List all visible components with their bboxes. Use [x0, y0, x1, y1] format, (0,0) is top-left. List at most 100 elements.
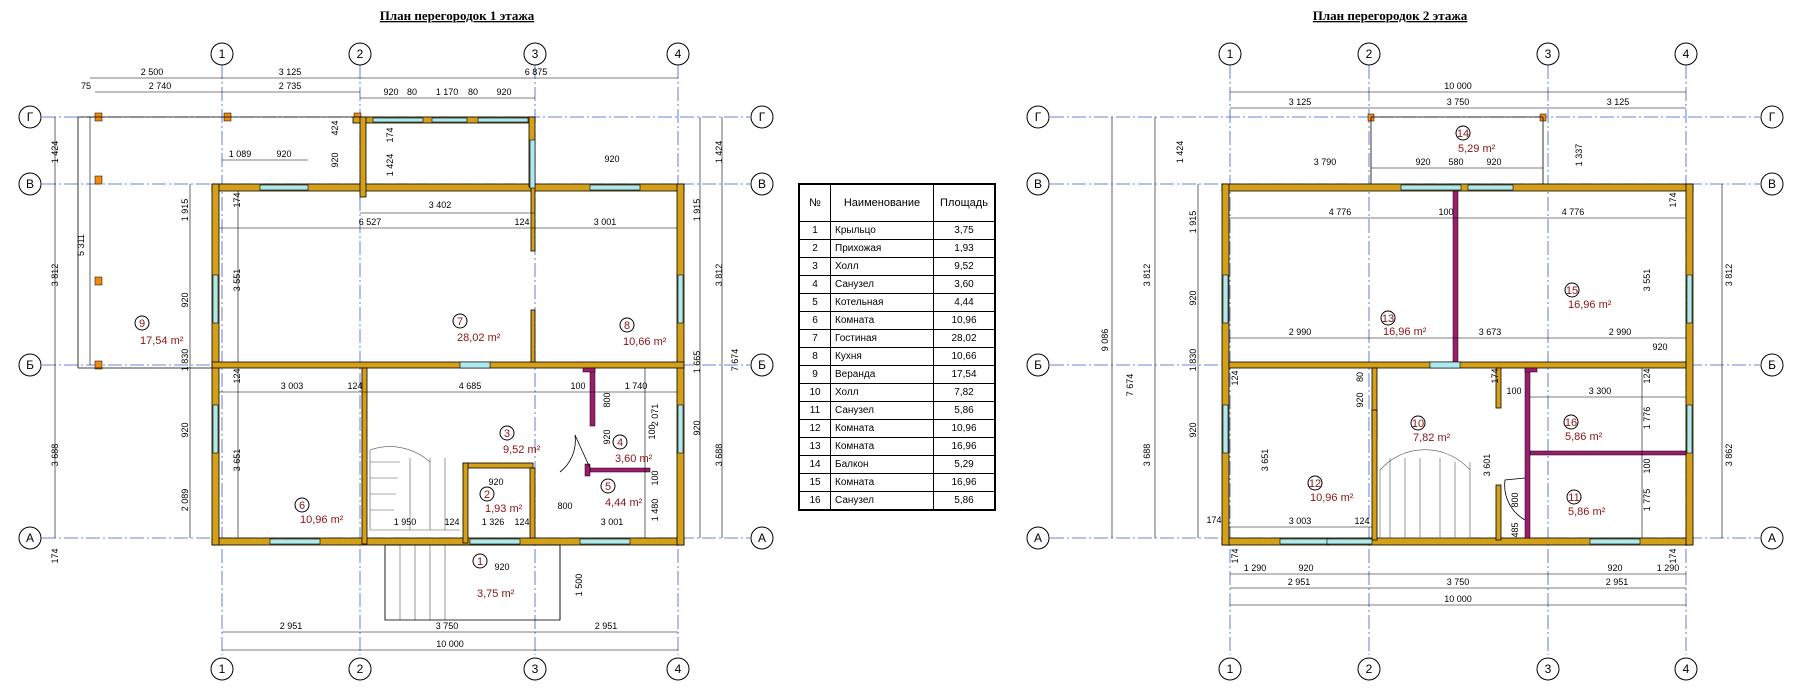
- svg-text:В: В: [26, 177, 34, 191]
- svg-text:9,52 m²: 9,52 m²: [503, 444, 541, 456]
- svg-text:3 003: 3 003: [281, 381, 304, 391]
- svg-text:174: 174: [1668, 192, 1678, 207]
- svg-text:174: 174: [1490, 368, 1500, 383]
- room-number-cell: 6: [798, 311, 831, 330]
- room-name-cell: Санузел: [830, 275, 934, 294]
- svg-text:174: 174: [385, 127, 395, 142]
- svg-text:1 424: 1 424: [385, 154, 395, 177]
- room-number-cell: 12: [798, 419, 831, 438]
- svg-text:3 750: 3 750: [436, 621, 459, 631]
- svg-text:3: 3: [532, 662, 539, 676]
- svg-text:80: 80: [468, 87, 478, 97]
- svg-text:16,96 m²: 16,96 m²: [1568, 299, 1612, 311]
- svg-text:Б: Б: [1034, 358, 1042, 372]
- svg-text:124: 124: [1230, 370, 1240, 385]
- table-header-row: № Наименование Площадь: [798, 183, 996, 222]
- svg-text:Г: Г: [759, 110, 766, 124]
- svg-text:800: 800: [1510, 492, 1520, 507]
- svg-text:3,60 m²: 3,60 m²: [615, 453, 653, 465]
- svg-text:6 527: 6 527: [359, 217, 382, 227]
- svg-text:4: 4: [675, 662, 682, 676]
- room-label: 7: [457, 316, 463, 328]
- plan-2-windows: [1222, 184, 1693, 545]
- svg-text:3 688: 3 688: [1142, 444, 1152, 467]
- svg-text:5 311: 5 311: [76, 234, 86, 256]
- room-area-cell: 3,75: [933, 221, 996, 240]
- svg-text:920: 920: [1355, 392, 1365, 407]
- svg-text:3 125: 3 125: [1607, 97, 1630, 107]
- svg-text:2: 2: [357, 47, 364, 61]
- svg-text:920: 920: [330, 152, 340, 167]
- svg-text:16,96 m²: 16,96 m²: [1383, 326, 1427, 338]
- svg-text:920: 920: [1652, 342, 1667, 352]
- room-name-cell: Комната: [830, 311, 934, 330]
- room-number-cell: 9: [798, 365, 831, 384]
- plan-1: План перегородок 1 этажа 1 2 3 4 1 2 3 4…: [18, 8, 774, 681]
- svg-text:В: В: [758, 177, 766, 191]
- plan-1-axis-bubbles: 1 2 3 4 1 2 3 4 Г В Б А Г В Б А: [18, 42, 774, 681]
- svg-text:920: 920: [1188, 422, 1198, 437]
- svg-text:920: 920: [180, 422, 190, 437]
- svg-text:Г: Г: [27, 110, 34, 124]
- svg-text:3 812: 3 812: [1142, 264, 1152, 287]
- svg-text:10 000: 10 000: [1444, 81, 1472, 91]
- room-area-cell: 4,44: [933, 293, 996, 312]
- svg-text:А: А: [26, 531, 34, 545]
- svg-text:10,66 m²: 10,66 m²: [623, 336, 667, 348]
- svg-text:7 674: 7 674: [730, 349, 740, 372]
- svg-text:174: 174: [1230, 548, 1240, 563]
- svg-text:1 500: 1 500: [574, 574, 584, 597]
- plan-1-grid: [42, 65, 750, 655]
- svg-text:800: 800: [602, 392, 612, 407]
- room-label: 12: [1309, 478, 1321, 490]
- svg-text:920: 920: [488, 477, 503, 487]
- svg-text:3 001: 3 001: [601, 517, 624, 527]
- svg-text:124: 124: [444, 517, 459, 527]
- plan-1-title: План перегородок 1 этажа: [380, 8, 535, 23]
- svg-text:2: 2: [1366, 47, 1373, 61]
- plan-1-partitions: [582, 367, 651, 477]
- svg-text:2 990: 2 990: [1289, 327, 1312, 337]
- svg-text:3 750: 3 750: [1447, 97, 1470, 107]
- svg-text:1: 1: [1227, 662, 1234, 676]
- room-label: 1: [477, 556, 483, 568]
- room-area-cell: 5,86: [933, 491, 996, 511]
- svg-text:124: 124: [514, 217, 529, 227]
- svg-text:174: 174: [1668, 548, 1678, 563]
- plan-2-room-labels: 10 7,82 m² 11 5,86 m² 12 10,96 m² 13 16,…: [1307, 125, 1612, 518]
- svg-text:100: 100: [1506, 386, 1521, 396]
- svg-text:920: 920: [1486, 157, 1501, 167]
- room-number-cell: 7: [798, 329, 831, 348]
- svg-text:920: 920: [383, 87, 398, 97]
- svg-text:1 740: 1 740: [625, 381, 648, 391]
- plan-2-dims-left: 1 424 9 086 3 812 1 915 920 7 674 1 830 …: [1100, 141, 1365, 564]
- svg-text:2 500: 2 500: [141, 67, 164, 77]
- col-area-header: Площадь: [933, 183, 996, 222]
- room-number-cell: 1: [798, 221, 831, 240]
- room-label: 5: [605, 481, 611, 493]
- room-name-cell: Холл: [830, 257, 934, 276]
- svg-text:920: 920: [180, 292, 190, 307]
- svg-text:3 551: 3 551: [232, 269, 242, 292]
- room-label: 4: [617, 437, 623, 449]
- svg-text:3: 3: [532, 47, 539, 61]
- svg-text:3,75 m²: 3,75 m²: [477, 588, 515, 600]
- room-name-cell: Прихожая: [830, 239, 934, 258]
- room-name-cell: Санузел: [830, 401, 934, 420]
- svg-text:3 812: 3 812: [50, 264, 60, 287]
- plan-2-title: План перегородок 2 этажа: [1313, 8, 1468, 23]
- svg-text:1 326: 1 326: [482, 517, 505, 527]
- plan-2-dimension-lines: [1111, 91, 1723, 606]
- room-name-cell: Холл: [830, 383, 934, 402]
